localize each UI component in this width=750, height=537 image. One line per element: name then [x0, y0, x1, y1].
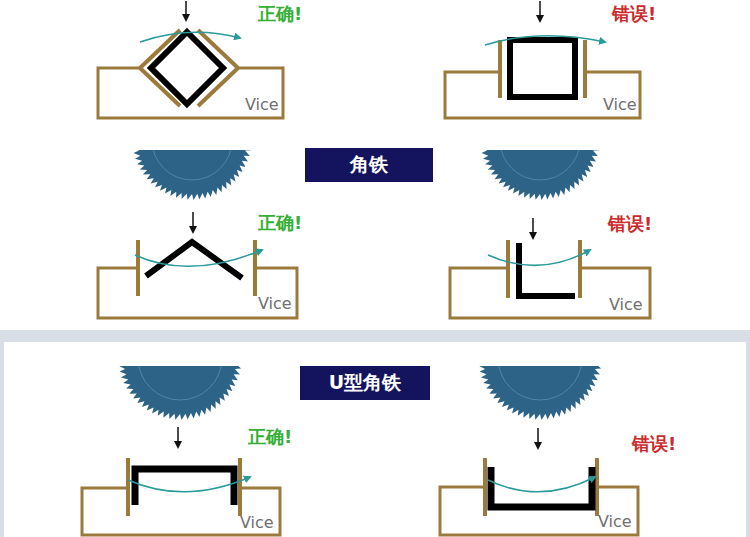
- frame-edge: [746, 330, 750, 537]
- feed-arrow: [532, 218, 534, 238]
- feed-arrow: [192, 212, 194, 232]
- vice-jaw: [508, 240, 580, 298]
- vice-body: [82, 488, 280, 535]
- vice-jaw: [485, 458, 597, 516]
- separator-band: [0, 330, 750, 342]
- blade-disc: [118, 366, 242, 420]
- workpieces: [135, 32, 592, 507]
- square-tube: [151, 32, 223, 104]
- feed-arrow: [177, 427, 179, 447]
- vice-body: [98, 268, 297, 318]
- frame-edge: [0, 330, 4, 537]
- feed-arrow: [537, 428, 539, 448]
- cut-arc: [488, 250, 590, 265]
- cut-arc: [140, 32, 240, 42]
- vice-label: Vice: [245, 96, 279, 114]
- cut-arc: [128, 477, 250, 492]
- verdict: 正确!: [258, 213, 302, 233]
- saw-blade: [480, 150, 600, 200]
- vice-jaw: [138, 240, 255, 296]
- saw-blade: [118, 366, 242, 420]
- angle-iron: [519, 243, 575, 296]
- vice-jaw: [500, 40, 585, 98]
- title-banner: 角铁: [305, 148, 433, 182]
- blade-ring: [138, 366, 222, 400]
- saw-blades: [118, 80, 602, 420]
- vices: [82, 30, 650, 535]
- cut-arc: [485, 36, 605, 45]
- square-tube: [510, 40, 575, 97]
- saw-blade: [478, 366, 602, 420]
- blade-ring: [500, 150, 580, 180]
- cut-arc: [135, 250, 262, 266]
- vice-label: Vice: [603, 96, 637, 114]
- angle-iron: [146, 242, 242, 278]
- vice-body: [440, 487, 638, 535]
- vice-label: Vice: [598, 513, 632, 531]
- verdict: 正确!: [258, 4, 302, 24]
- saw-blade: [132, 150, 252, 200]
- cut-paths: [128, 32, 605, 491]
- blade-disc: [132, 150, 252, 200]
- blade-disc: [480, 150, 600, 200]
- blade-disc: [478, 366, 602, 420]
- vice-jaw: [140, 30, 238, 106]
- vice-label: Vice: [258, 295, 292, 313]
- feed-arrow: [539, 1, 541, 21]
- verdict: 错误!: [632, 434, 676, 454]
- verdict: 正确!: [248, 427, 292, 447]
- banner-text: U型角铁: [329, 370, 401, 396]
- verdict: 错误!: [608, 214, 652, 234]
- banner-text: 角铁: [350, 152, 388, 178]
- cut-arc: [488, 477, 595, 492]
- feed-arrows: [178, 1, 540, 448]
- vice-label: Vice: [609, 296, 643, 314]
- blade-ring: [498, 366, 582, 400]
- title-banner: U型角铁: [300, 366, 430, 400]
- verdict: 错误!: [612, 4, 656, 24]
- feed-arrow: [185, 1, 187, 20]
- blade-ring: [152, 150, 232, 180]
- vice-body: [98, 68, 283, 118]
- vice-label: Vice: [240, 514, 274, 532]
